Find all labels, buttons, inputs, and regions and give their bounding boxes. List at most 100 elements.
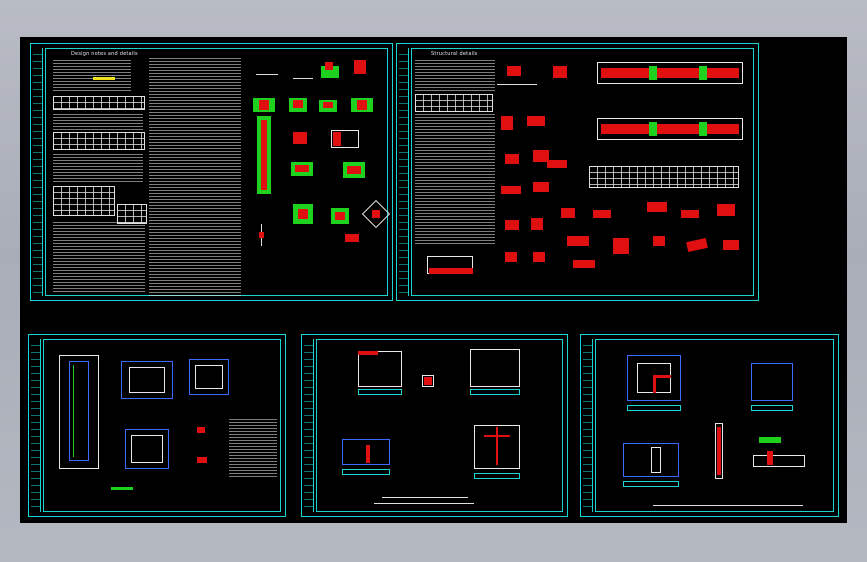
detail-fill xyxy=(653,375,671,378)
beam-support xyxy=(699,122,707,136)
drawing-sheet-3[interactable] xyxy=(28,334,286,517)
drawing-sheet-2[interactable]: Structural details xyxy=(396,43,759,301)
pit-plan xyxy=(651,447,661,473)
beam-rebar xyxy=(601,124,739,134)
dimension xyxy=(627,405,681,411)
beam-elevation xyxy=(597,118,743,140)
detail-fill xyxy=(354,60,366,74)
spec-table xyxy=(53,132,145,150)
detail-fill xyxy=(345,234,359,242)
detail-fill xyxy=(531,218,543,230)
detail-fill xyxy=(717,427,721,475)
detail-fill xyxy=(333,132,341,146)
detail-fill xyxy=(197,457,207,463)
highlight-mark xyxy=(93,77,115,80)
detail-fill xyxy=(197,427,205,433)
cad-drawing-canvas[interactable]: Design notes and details xyxy=(20,37,847,523)
detail-fill xyxy=(647,202,667,212)
detail-fill xyxy=(372,210,380,218)
detail-fill xyxy=(613,238,629,254)
dimension xyxy=(358,389,402,395)
notes-text-block xyxy=(53,114,143,130)
detail-fill xyxy=(533,150,549,162)
detail-fill xyxy=(533,252,545,262)
detail-line xyxy=(497,84,537,85)
title-block-strip xyxy=(304,339,314,512)
sheet-title: Design notes and details xyxy=(71,51,138,57)
spec-table xyxy=(117,204,147,224)
beam-support xyxy=(699,66,707,80)
pit-plan xyxy=(474,425,520,469)
detail-fill xyxy=(501,186,521,194)
title-block-strip xyxy=(583,339,593,512)
drawing-sheet-1[interactable]: Design notes and details xyxy=(30,43,393,301)
detail-fill xyxy=(429,268,473,274)
detail-fill xyxy=(347,166,361,174)
wall-section xyxy=(753,455,805,467)
notes-text-block xyxy=(53,60,131,92)
pit-plan xyxy=(342,439,390,465)
beam-rebar xyxy=(601,68,739,78)
detail-fill xyxy=(723,240,739,250)
caption-line xyxy=(653,505,803,506)
plan-detail xyxy=(189,359,229,395)
drawing-sheet-5[interactable] xyxy=(580,334,839,517)
wall-section xyxy=(715,423,723,479)
beam-elevation xyxy=(597,62,743,84)
pit-plan xyxy=(627,355,681,401)
detail-fill xyxy=(561,208,575,218)
detail-fill xyxy=(653,236,665,246)
sheet-title: Structural details xyxy=(431,51,478,57)
stair-line xyxy=(111,487,133,490)
detail-fill xyxy=(507,66,521,76)
dimension xyxy=(470,389,520,395)
title-block-strip xyxy=(31,339,41,512)
dimension xyxy=(342,469,390,475)
detail-fill xyxy=(717,204,735,216)
pit-plan xyxy=(470,349,520,387)
detail-fill xyxy=(293,100,303,108)
detail-fill xyxy=(366,445,370,463)
caption-line xyxy=(374,503,474,504)
plan-detail xyxy=(195,365,223,389)
column-section xyxy=(261,120,267,190)
plan-detail xyxy=(121,361,173,399)
plan-detail xyxy=(129,367,165,393)
sheet-border xyxy=(595,339,834,512)
detail-fill xyxy=(335,212,345,220)
detail-fill xyxy=(567,236,589,246)
spec-table xyxy=(415,94,493,112)
sheet-border xyxy=(411,48,754,296)
pit-plan xyxy=(623,443,679,477)
detail-fill xyxy=(767,451,773,465)
notes-text-block xyxy=(149,58,241,296)
spec-table xyxy=(53,96,145,110)
detail-fill xyxy=(573,260,595,268)
detail-fill xyxy=(533,182,549,192)
drawing-sheet-4[interactable] xyxy=(301,334,568,517)
detail-fill xyxy=(505,252,517,262)
detail-fill xyxy=(358,351,378,355)
beam-support xyxy=(649,122,657,136)
detail-fill xyxy=(593,210,611,218)
notes-text-block xyxy=(53,222,145,292)
stair-elevation xyxy=(59,355,99,469)
detail-fill xyxy=(553,66,567,78)
detail-fill xyxy=(325,62,333,70)
ground-line xyxy=(759,437,781,443)
notes-text-block xyxy=(229,419,277,479)
beam-support xyxy=(649,66,657,80)
notes-text-block xyxy=(53,154,143,184)
spec-table xyxy=(53,186,115,216)
caption-line xyxy=(382,497,468,498)
detail-fill xyxy=(259,232,264,238)
detail-fill xyxy=(653,375,656,393)
detail-fill xyxy=(547,160,567,168)
detail-fill xyxy=(681,210,699,218)
dimension xyxy=(623,481,679,487)
detail-fill xyxy=(357,100,367,110)
sheet-border xyxy=(316,339,563,512)
plan-detail xyxy=(125,429,169,469)
detail-fill xyxy=(424,377,432,385)
detail-fill xyxy=(496,427,498,465)
